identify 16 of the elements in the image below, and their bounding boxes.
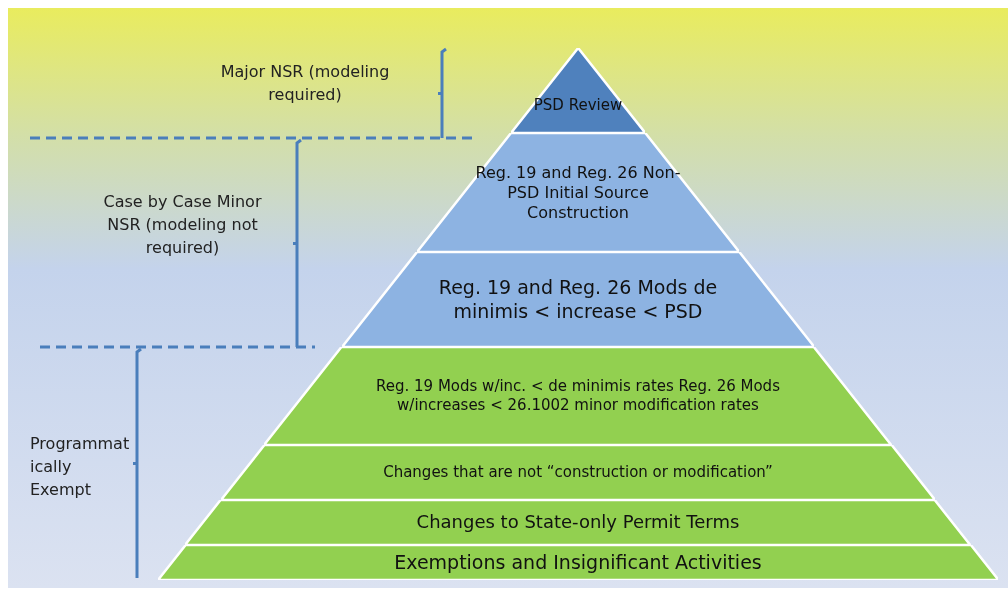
range-label: Programmatically Exempt: [30, 433, 130, 502]
pyramid-tier: [264, 347, 892, 445]
tier-label: PSD Review: [533, 96, 623, 115]
range-label: Case by Case Minor NSR (modeling not required): [102, 191, 263, 260]
pyramid-tier: [185, 500, 971, 545]
tier-label: Changes to State-only Permit Terms: [416, 511, 740, 534]
pyramid-tier: [341, 252, 815, 347]
tier-label: Reg. 19 and Reg. 26 Non-PSD Initial Source Construction: [474, 162, 682, 223]
pyramid-tier: [157, 545, 999, 580]
pyramid-tier: [416, 133, 740, 252]
range-label: Major NSR (modeling required): [219, 61, 391, 107]
tier-label: Changes that are not “construction or modification”: [383, 463, 773, 482]
tier-label: Reg. 19 Mods w/inc. < de minimis rates Reg. 26 Mods w/increases < 26.1002 minor modification rates: [375, 377, 781, 415]
tier-label: Reg. 19 and Reg. 26 Mods de minimis < increase < PSD: [437, 275, 719, 324]
pyramid-tier: [220, 445, 936, 500]
tier-label: Exemptions and Insignificant Activities: [394, 550, 762, 575]
